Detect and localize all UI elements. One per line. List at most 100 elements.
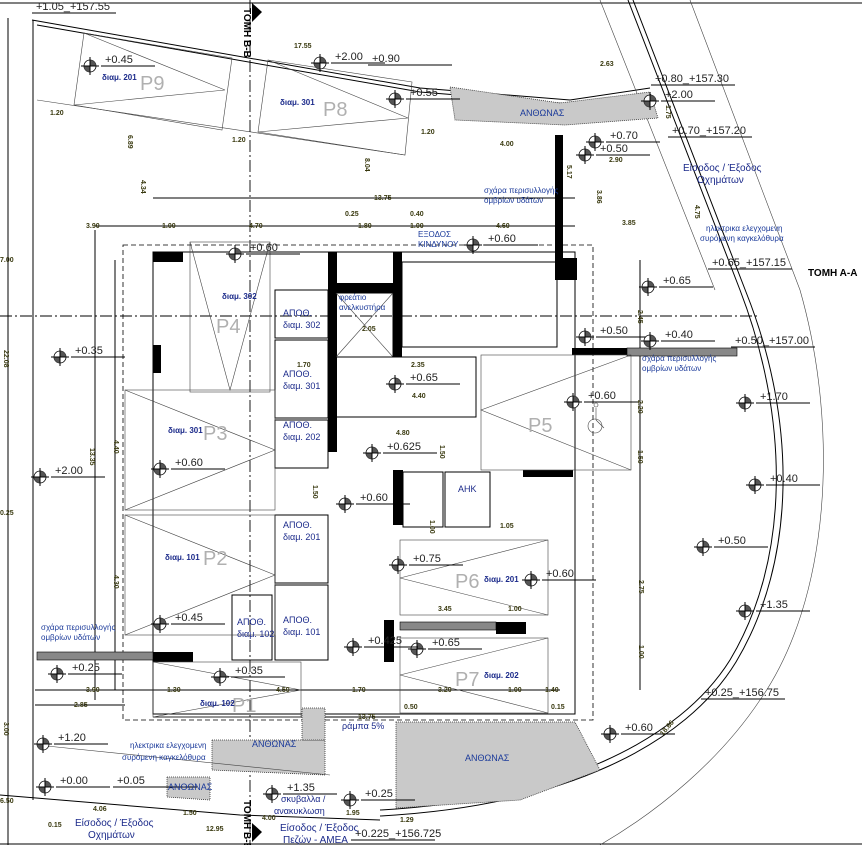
level-marker-icon xyxy=(386,90,404,108)
storage-room xyxy=(274,339,329,419)
level-marker-icon xyxy=(81,57,99,75)
dimension-label: 1.20 xyxy=(50,110,64,117)
level-marker-icon xyxy=(601,725,619,743)
room-label: διαμ. 201 xyxy=(283,532,320,542)
parking-bay-label: P8 xyxy=(323,99,347,121)
level-label: +0.70 xyxy=(610,130,638,142)
electric-room xyxy=(444,471,491,528)
level-label: +0.80_+157.30 xyxy=(655,73,729,85)
level-marker-icon xyxy=(576,146,594,164)
dimension-label: 2.85 xyxy=(74,702,88,709)
note-label: σχάρα περισυλλογής xyxy=(642,354,716,363)
room-label: ΑΠΟΘ. xyxy=(283,308,312,318)
note-label: συρόμενη καγκελόθυρα xyxy=(122,753,206,762)
dimension-label: 1.40 xyxy=(545,687,559,694)
bay-p1 xyxy=(152,661,302,718)
level-marker-icon xyxy=(336,495,354,513)
dimension-label: 0.15 xyxy=(48,822,62,829)
level-label: +0.25 xyxy=(365,788,393,800)
planter-west xyxy=(211,739,326,776)
dimension-label: 3.90 xyxy=(86,687,100,694)
note-label: φρεάτιο xyxy=(339,293,367,302)
level-label: +0.50 xyxy=(600,143,628,155)
dimension-label: 5.17 xyxy=(565,165,572,179)
note-label: ηλεκτρικα ελεγχομενη xyxy=(130,741,206,750)
level-label: +0.625 xyxy=(387,441,421,453)
room-label: διαμ. 101 xyxy=(283,627,320,637)
level-label: +0.45 xyxy=(175,612,203,624)
lift-cross xyxy=(335,292,394,358)
room-label: ανακυκλωση xyxy=(274,806,325,816)
dimension-label: 4.40 xyxy=(112,440,119,454)
dimension-label: 1.00 xyxy=(162,223,176,230)
level-marker-icon xyxy=(341,791,359,809)
level-label: +0.70_+157.20 xyxy=(672,125,746,137)
note-label: ΑΝΘΩΝΑΣ xyxy=(168,782,213,792)
dimension-label: 4.06 xyxy=(93,806,107,813)
bay-p9 xyxy=(73,32,233,131)
dimension-label: 1.50 xyxy=(183,810,197,817)
dimension-label: 1.00 xyxy=(508,606,522,613)
dimension-label: 13.75 xyxy=(358,714,376,721)
level-label: +1.70 xyxy=(760,391,788,403)
level-marker-icon xyxy=(363,444,381,462)
bay-p5 xyxy=(480,354,632,471)
south-boundary xyxy=(0,794,381,821)
dimension-label: 4.30 xyxy=(112,575,119,589)
wall xyxy=(496,622,526,634)
wall xyxy=(393,252,402,357)
level-label: +0.425 xyxy=(368,635,402,647)
wall xyxy=(555,258,577,280)
parking-bay-label: P7 xyxy=(455,669,479,691)
level-label: +0.60 xyxy=(588,390,616,402)
wall-grey xyxy=(555,135,563,260)
dimension-label: 2.20 xyxy=(636,400,643,414)
wall xyxy=(523,470,573,477)
level-marker-icon xyxy=(464,236,482,254)
level-label: +0.75 xyxy=(413,553,441,565)
storage-room xyxy=(231,594,273,661)
dimension-label: 1.00 xyxy=(508,687,522,694)
section-arrow-bb-bottom xyxy=(252,823,262,842)
note-label: ΑΝΘΩΝΑΣ xyxy=(252,739,297,749)
bay-diag xyxy=(124,389,276,511)
level-marker-icon xyxy=(746,476,764,494)
note-label: συρόμενη καγκελόθυρα xyxy=(700,234,784,243)
dimension-label: 6.50 xyxy=(0,798,14,805)
dimension-label: 1.05 xyxy=(500,523,514,530)
note-label: Οχημάτων xyxy=(88,829,135,841)
dimension-label: 2.35 xyxy=(411,362,425,369)
room-label: ράμπα 5% xyxy=(342,721,384,731)
level-label: +0.25 xyxy=(72,662,100,674)
parking-unit-label: διαμ. 102 xyxy=(200,699,235,708)
dimension-label: 4.00 xyxy=(500,141,514,148)
section-label-bb: ΤΟΜΗ Β-Β xyxy=(241,8,252,58)
level-label: +0.65 xyxy=(432,637,460,649)
note-label: Πεζών - ΑΜΕΑ xyxy=(283,834,348,845)
planter-north xyxy=(449,86,659,126)
level-marker-icon xyxy=(151,460,169,478)
note-label: ομβρίων υδάτων xyxy=(642,364,701,373)
bay-p3 xyxy=(124,389,276,511)
dimension-label: 1.20 xyxy=(232,137,246,144)
note-label: Είσοδος / Έξοδος xyxy=(280,822,359,834)
parking-unit-label: διαμ. 302 xyxy=(222,292,257,301)
parking-unit-label: διαμ. 201 xyxy=(102,73,137,82)
room-label: ΑΠΟΘ. xyxy=(283,520,312,530)
level-marker-icon xyxy=(31,468,49,486)
level-marker-icon xyxy=(586,133,604,151)
room-label: σκυβαλλα / xyxy=(281,794,326,804)
parking-unit-label: διαμ. 202 xyxy=(484,671,519,680)
level-label: +0.65_+157.15 xyxy=(712,257,786,269)
dimension-label: 1.75 xyxy=(664,105,671,119)
lift-small xyxy=(402,471,444,528)
room-label: διαμ. 301 xyxy=(283,381,320,391)
level-marker-icon xyxy=(151,615,169,633)
dimension-label: 13.75 xyxy=(374,195,392,202)
dimension-label: 3.00 xyxy=(2,722,9,736)
dimension-label: 4.80 xyxy=(396,430,410,437)
room-label: ΑΠΟΘ. xyxy=(283,420,312,430)
wheelchair-icon xyxy=(587,402,605,434)
dimension-label: 1.95 xyxy=(346,810,360,817)
